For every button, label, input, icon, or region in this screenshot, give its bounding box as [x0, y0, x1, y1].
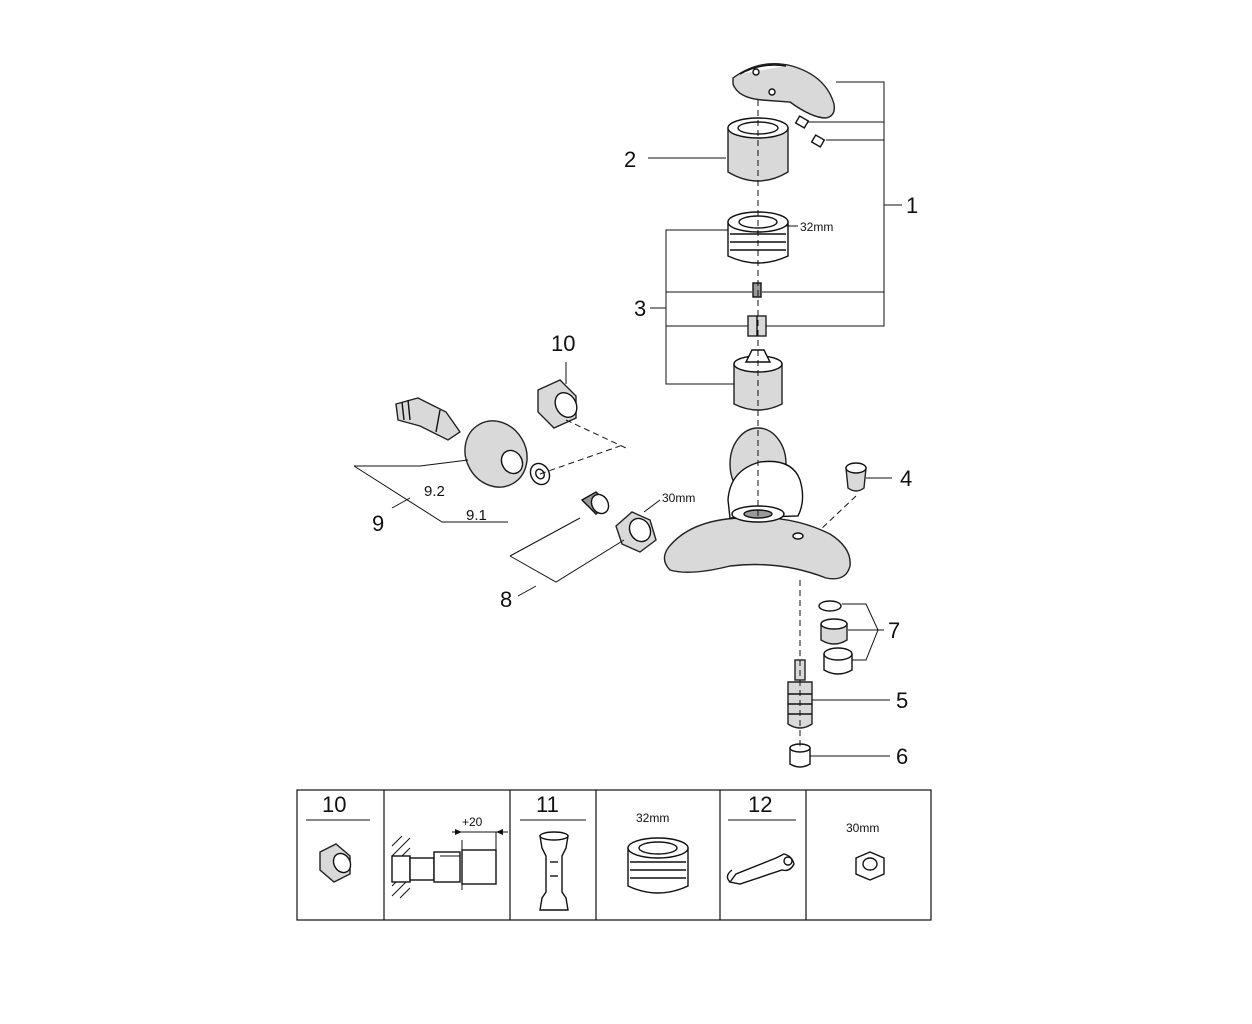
callout-4: 4	[900, 466, 912, 491]
callout-6: 6	[896, 744, 908, 769]
legend-install-diagram	[391, 829, 508, 900]
callout-10: 10	[551, 331, 575, 356]
grub-screws	[794, 115, 826, 148]
dimension-30mm: 30mm	[662, 491, 695, 505]
callout-1: 1	[906, 193, 918, 218]
diverter-knob	[789, 743, 811, 768]
legend-plus-20: +20	[462, 815, 483, 829]
cap-plug	[845, 462, 867, 492]
aerator-group	[818, 600, 853, 675]
legend-32mm-nut-icon	[627, 837, 689, 894]
small-screw	[752, 282, 762, 298]
legend-table: 10 +20 11	[296, 789, 932, 921]
leader-lines	[353, 81, 902, 757]
callout-9: 9	[372, 511, 384, 536]
callout-8: 8	[500, 587, 512, 612]
dimension-32mm: 32mm	[800, 220, 833, 234]
callout-3: 3	[634, 296, 646, 321]
callout-9-1: 9.1	[466, 507, 487, 524]
legend-size-30: 30mm	[846, 821, 879, 835]
legend-wrench-icon	[726, 853, 795, 885]
s-union	[395, 397, 461, 441]
union-nut	[615, 511, 657, 553]
legend-size-32: 32mm	[636, 811, 669, 825]
union-nipple	[580, 491, 610, 515]
legend-label-10: 10	[322, 792, 346, 817]
callout-7: 7	[888, 618, 900, 643]
legend-label-11: 11	[536, 792, 559, 817]
adapter-piece	[747, 315, 767, 337]
callout-9-2: 9.2	[424, 483, 445, 500]
lever-handle	[732, 63, 836, 119]
extension-10	[537, 379, 578, 429]
escutcheon	[464, 420, 528, 488]
callout-5: 5	[896, 688, 908, 713]
callout-2: 2	[624, 147, 636, 172]
mixer-body	[663, 427, 851, 580]
legend-extension-icon	[319, 843, 352, 883]
legend-label-12: 12	[748, 792, 772, 817]
legend-spline-adapter-icon	[539, 831, 569, 911]
legend-30mm-nut-icon	[855, 851, 885, 881]
